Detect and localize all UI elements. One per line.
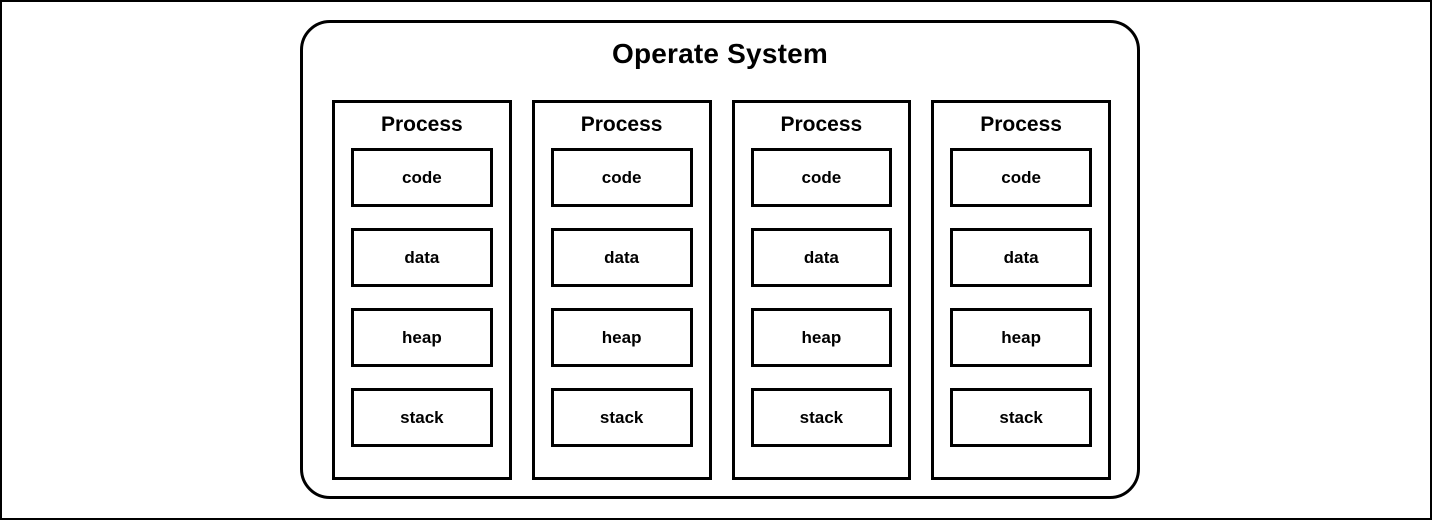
segment-label-heap-4: heap bbox=[1001, 327, 1041, 347]
segment-code-3[interactable]: code bbox=[750, 148, 893, 207]
segment-label-data-3: data bbox=[803, 247, 839, 267]
segment-label-stack-4: stack bbox=[999, 407, 1043, 427]
segment-label-heap-1: heap bbox=[402, 327, 442, 347]
segment-code-2[interactable]: code bbox=[550, 148, 693, 207]
segment-label-data-4: data bbox=[1003, 247, 1039, 267]
operating-system-title: Operate System bbox=[611, 38, 828, 69]
process-box-3[interactable]: Process code data heap stack bbox=[731, 100, 912, 480]
process-segments-1: code data heap stack bbox=[351, 148, 493, 463]
process-title-2: Process bbox=[580, 113, 663, 136]
process-list: Process code data heap stack bbox=[332, 100, 1111, 480]
segment-label-stack-1: stack bbox=[400, 407, 444, 427]
segment-label-heap-2: heap bbox=[601, 327, 642, 347]
segment-stack-1[interactable]: stack bbox=[351, 388, 493, 447]
process-box-2[interactable]: Process code data heap stack bbox=[531, 100, 712, 480]
segment-stack-2[interactable]: stack bbox=[550, 388, 693, 447]
segment-label-stack-2: stack bbox=[599, 407, 644, 427]
process-segments-2: code data heap stack bbox=[550, 148, 693, 463]
segment-data-1[interactable]: data bbox=[351, 228, 493, 287]
segment-label-data-2: data bbox=[604, 247, 640, 267]
process-box-1[interactable]: Process code data heap stack bbox=[332, 100, 512, 480]
segment-code-4[interactable]: code bbox=[950, 148, 1092, 207]
segment-data-3[interactable]: data bbox=[750, 228, 893, 287]
process-segments-4: code data heap stack bbox=[950, 148, 1092, 463]
segment-label-heap-3: heap bbox=[801, 327, 842, 347]
segment-heap-4[interactable]: heap bbox=[950, 308, 1092, 367]
process-title-4: Process bbox=[980, 113, 1062, 136]
segment-label-code-3: code bbox=[801, 167, 842, 187]
process-title-3: Process bbox=[780, 113, 863, 136]
process-segments-3: code data heap stack bbox=[750, 148, 893, 463]
segment-data-4[interactable]: data bbox=[950, 228, 1092, 287]
segment-heap-3[interactable]: heap bbox=[750, 308, 893, 367]
segment-label-code-2: code bbox=[601, 167, 642, 187]
segment-heap-2[interactable]: heap bbox=[550, 308, 693, 367]
segment-label-data-1: data bbox=[404, 247, 440, 267]
segment-label-code-1: code bbox=[402, 167, 442, 187]
segment-code-1[interactable]: code bbox=[351, 148, 493, 207]
segment-stack-4[interactable]: stack bbox=[950, 388, 1092, 447]
segment-heap-1[interactable]: heap bbox=[351, 308, 493, 367]
process-box-4[interactable]: Process code data heap stack bbox=[931, 100, 1111, 480]
segment-label-stack-3: stack bbox=[799, 407, 844, 427]
segment-stack-3[interactable]: stack bbox=[750, 388, 893, 447]
segment-data-2[interactable]: data bbox=[550, 228, 693, 287]
operating-system-container: Operate System Process code data heap bbox=[300, 20, 1140, 499]
process-title-1: Process bbox=[381, 113, 463, 136]
segment-label-code-4: code bbox=[1001, 167, 1041, 187]
